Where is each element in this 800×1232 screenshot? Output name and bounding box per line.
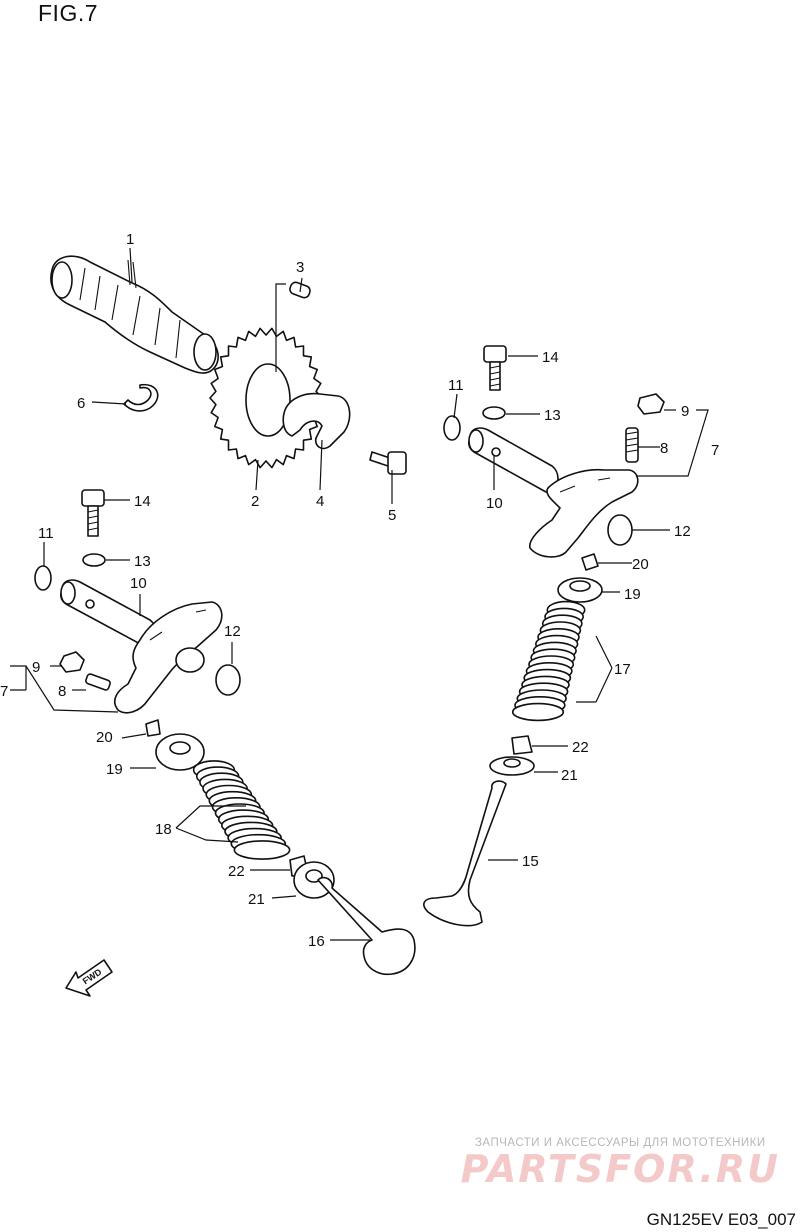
valve-stem-seal-upper[interactable] <box>511 735 533 755</box>
callout-21-lower: 21 <box>248 891 265 908</box>
washer-lower[interactable] <box>82 553 106 567</box>
leader-lines <box>10 247 709 941</box>
spring-seat-upper[interactable] <box>489 756 535 776</box>
tappet-screw-lower[interactable] <box>85 673 111 691</box>
callout-8-upper: 8 <box>660 440 668 457</box>
callout-8-lower: 8 <box>58 683 66 700</box>
callout-11-lower: 11 <box>38 525 54 542</box>
callout-19-lower: 19 <box>106 761 123 778</box>
camshaft[interactable] <box>50 255 219 374</box>
spring-retainer-upper[interactable] <box>557 577 603 603</box>
callout-12-lower: 12 <box>224 623 241 640</box>
sprocket-bracket[interactable] <box>282 392 351 450</box>
rocker-bolt-upper[interactable] <box>483 345 507 391</box>
callout-7-upper: 7 <box>711 442 719 459</box>
valve-spring-lower[interactable] <box>192 760 291 860</box>
spring-retainer-lower[interactable] <box>155 733 205 771</box>
callout-10-lower: 10 <box>130 575 147 592</box>
callout-2: 2 <box>251 493 259 510</box>
callout-20-lower: 20 <box>96 729 113 746</box>
spring-seat-lower[interactable] <box>293 861 335 899</box>
callout-9-upper: 9 <box>681 403 689 420</box>
callout-11-upper: 11 <box>448 377 464 394</box>
callout-20-upper: 20 <box>632 556 649 573</box>
o-ring-lower[interactable] <box>34 565 52 591</box>
callout-22-lower: 22 <box>228 863 245 880</box>
cam-clip[interactable] <box>123 383 159 412</box>
valve-spring-upper[interactable] <box>511 600 586 722</box>
callout-18: 18 <box>155 821 172 838</box>
callout-21-upper: 21 <box>561 767 578 784</box>
thrust-washer-lower[interactable] <box>215 664 241 696</box>
valve-lower[interactable] <box>317 876 416 976</box>
callout-6: 6 <box>77 395 85 412</box>
callout-14-upper: 14 <box>542 349 559 366</box>
callout-9-lower: 9 <box>32 659 40 676</box>
callout-17: 17 <box>614 661 631 678</box>
watermark: ЗАПЧАСТИ И АКСЕССУАРЫ ДЛЯ МОТОТЕХНИКИ PA… <box>461 1137 780 1189</box>
rocker-shaft-upper[interactable] <box>468 427 559 493</box>
callout-12-upper: 12 <box>674 523 691 540</box>
callout-14-lower: 14 <box>134 493 151 510</box>
callout-5: 5 <box>388 507 396 524</box>
figure-title: FIG.7 <box>38 0 99 26</box>
callout-19-upper: 19 <box>624 586 641 603</box>
callout-13-upper: 13 <box>544 407 561 424</box>
callout-3: 3 <box>296 259 304 276</box>
rocker-arm-upper[interactable] <box>529 468 639 558</box>
lock-nut-lower[interactable] <box>59 651 85 673</box>
washer-upper[interactable] <box>482 406 506 420</box>
forward-arrow-icon: FWD <box>65 959 113 997</box>
valve-cotter-lower[interactable] <box>145 719 161 737</box>
rocker-arm-lower[interactable] <box>113 601 223 714</box>
figure-code: GN125EV E03_007 <box>646 1210 796 1229</box>
rocker-bolt-lower[interactable] <box>81 489 105 537</box>
lock-nut-upper[interactable] <box>637 393 665 415</box>
watermark-logo: PARTSFOR.RU <box>460 1147 780 1191</box>
callout-4: 4 <box>316 493 324 510</box>
o-ring-upper[interactable] <box>443 415 461 441</box>
callout-13-lower: 13 <box>134 553 151 570</box>
callout-1: 1 <box>126 231 134 248</box>
thrust-washer-upper[interactable] <box>607 514 633 546</box>
valve-cotter-upper[interactable] <box>581 553 599 571</box>
valve-upper[interactable] <box>423 780 507 927</box>
callout-16: 16 <box>308 933 325 950</box>
callout-10-upper: 10 <box>486 495 503 512</box>
callout-22-upper: 22 <box>572 739 589 756</box>
sprocket-bolt[interactable] <box>369 451 407 475</box>
callout-labels: 1 2 3 4 5 6 14 11 13 9 8 7 10 12 20 19 1… <box>0 231 719 950</box>
callout-15: 15 <box>522 853 539 870</box>
tappet-screw-upper[interactable] <box>625 427 639 463</box>
watermark-tagline: ЗАПЧАСТИ И АКСЕССУАРЫ ДЛЯ МОТОТЕХНИКИ <box>474 1137 766 1149</box>
callout-7-lower: 7 <box>0 683 8 700</box>
